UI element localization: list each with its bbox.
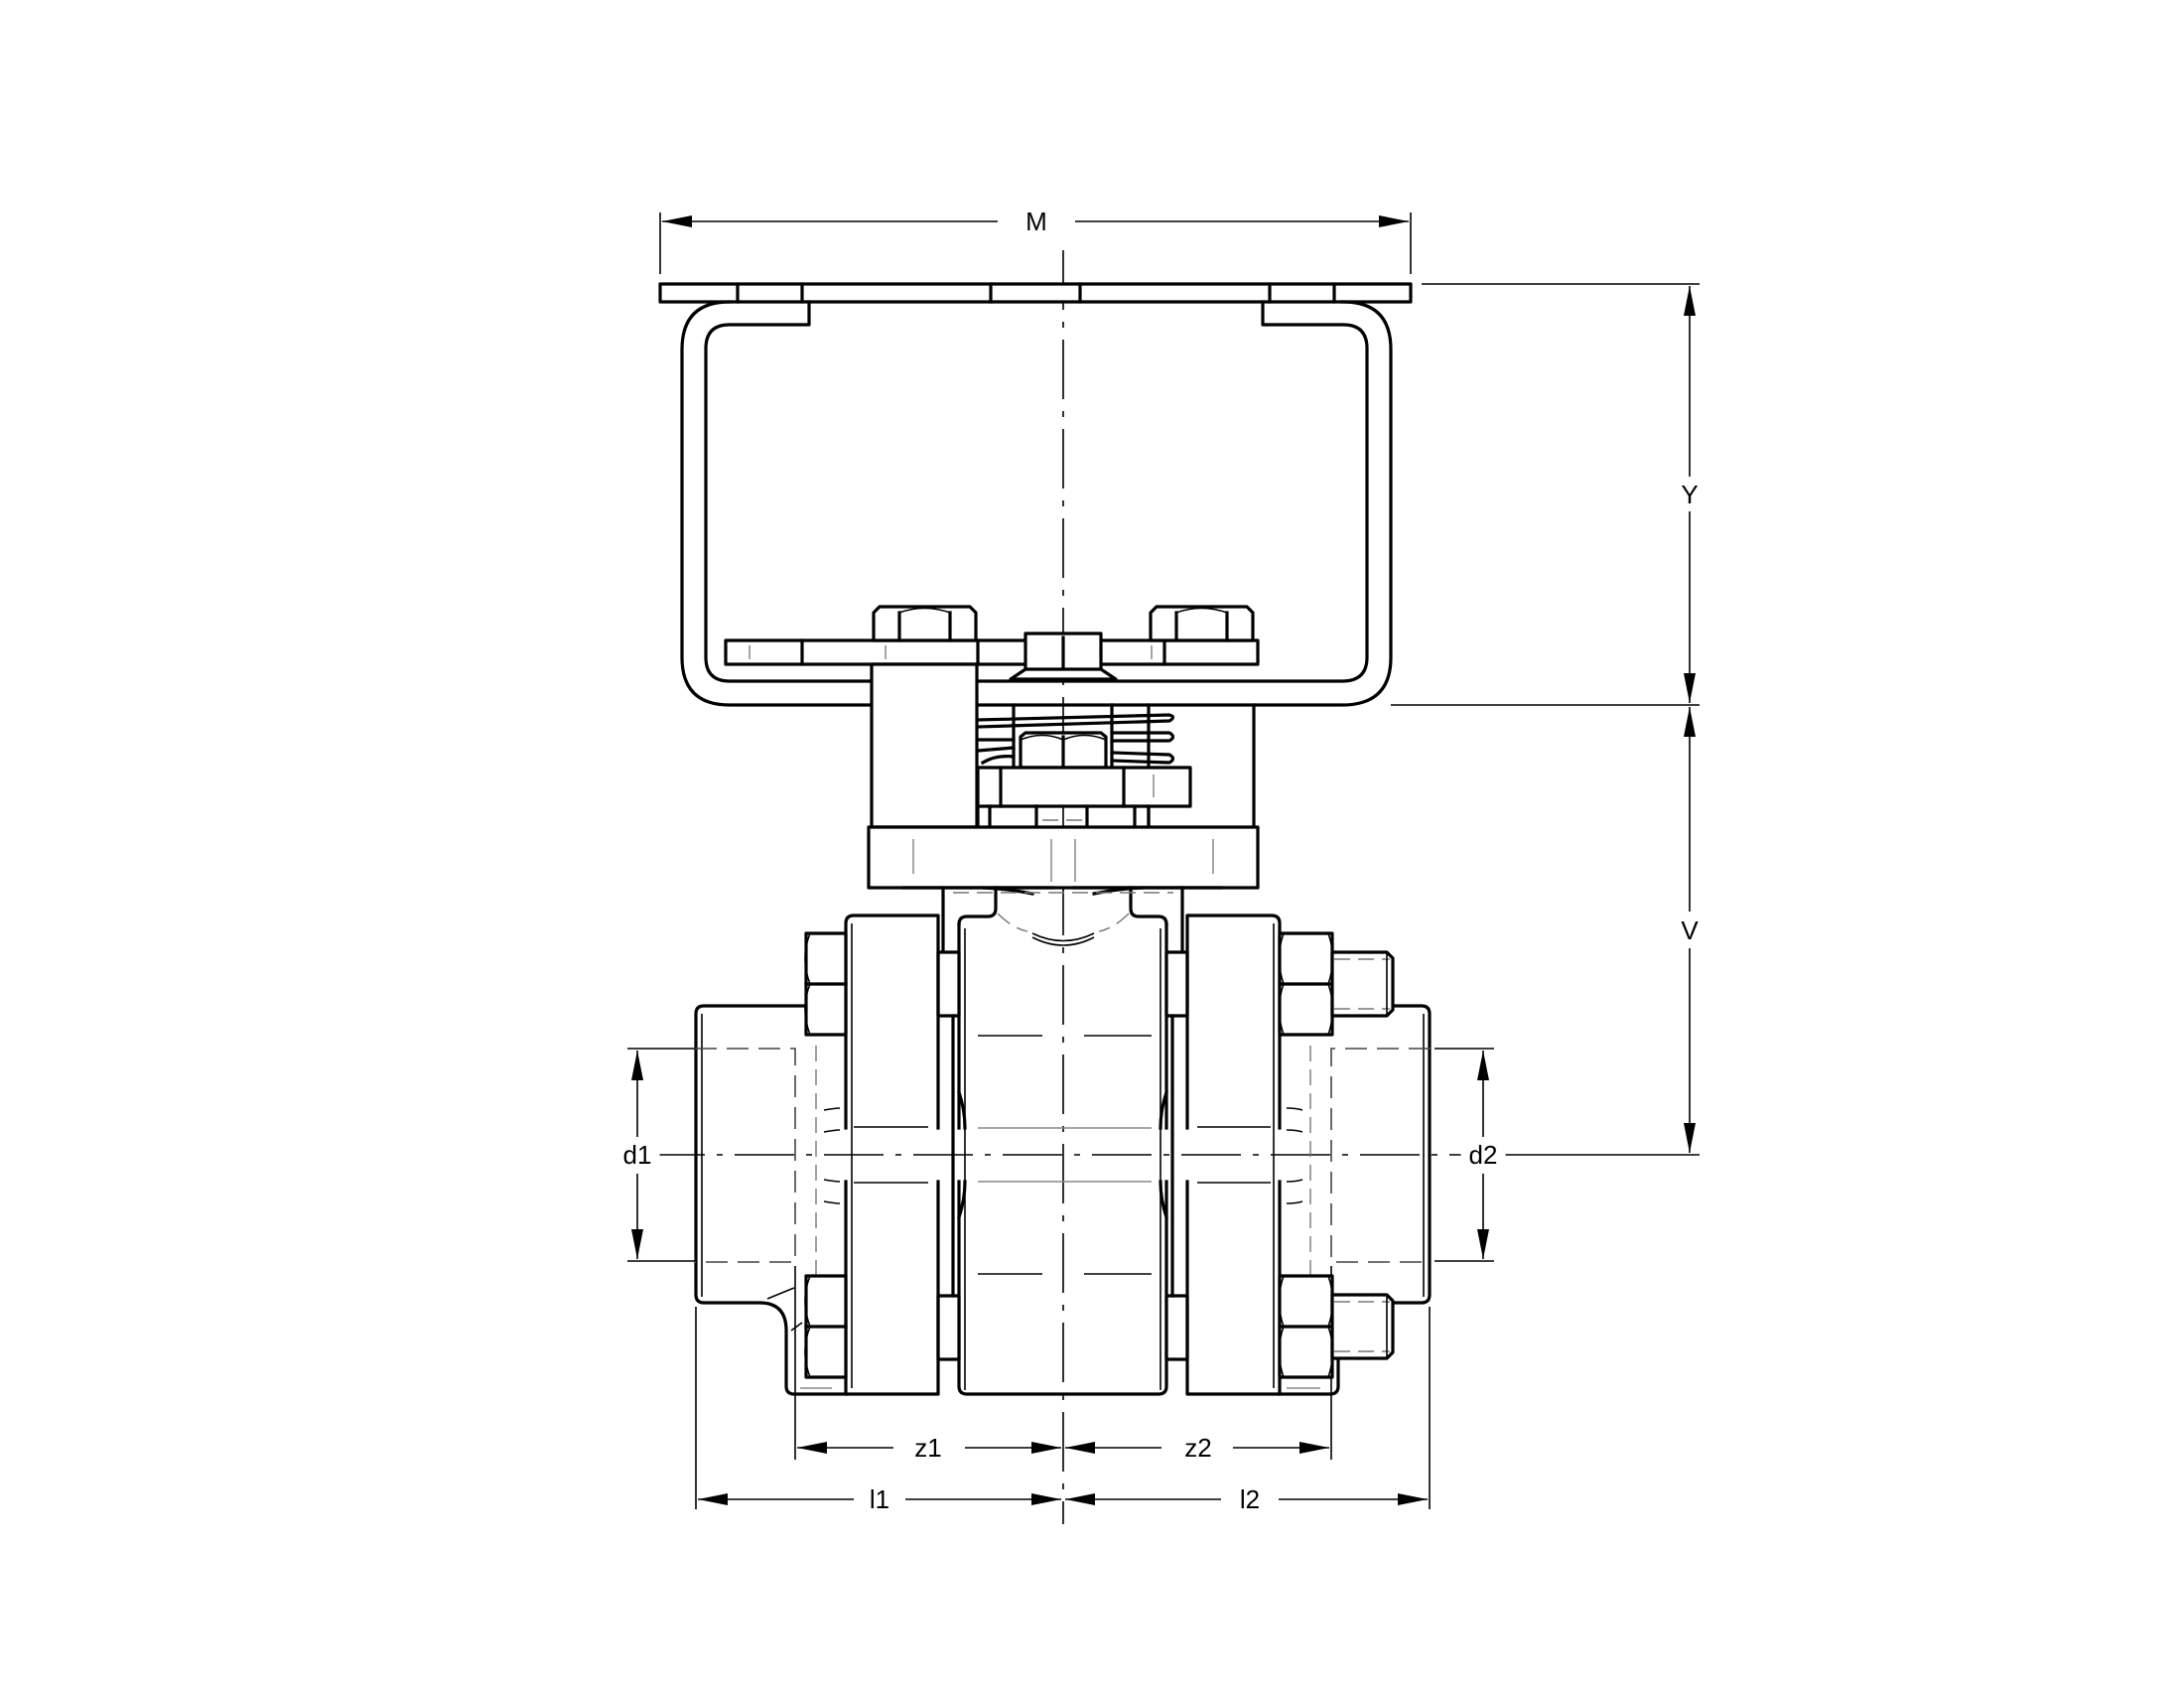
u-bracket	[680, 300, 1393, 707]
mounting-flange	[867, 825, 1260, 890]
coupling-block	[976, 766, 1192, 829]
bracket-bolt-left	[872, 605, 978, 642]
dimension-l2	[1065, 1307, 1431, 1509]
dimension-label-M: M	[1018, 207, 1055, 236]
flange-nut-left-bottom	[800, 1274, 848, 1389]
flange-nut-right-top	[1278, 931, 1334, 1037]
dimension-M	[659, 212, 1412, 274]
dimension-label-d1: d1	[614, 1140, 660, 1170]
dimension-l1	[695, 1307, 1061, 1509]
flange-nut-left-top	[804, 931, 848, 1037]
socket-connector-right	[1278, 1004, 1432, 1460]
center-flange-nut	[1009, 632, 1118, 681]
bolt-stub-right-bottom	[1330, 1293, 1395, 1360]
top-mounting-plate	[658, 282, 1413, 304]
dimension-Y	[1391, 283, 1700, 706]
dimension-d1	[627, 1048, 695, 1262]
dimension-label-l2: l2	[1231, 1484, 1269, 1514]
spring-coupling	[976, 713, 1175, 770]
dimension-d2	[1434, 1048, 1494, 1262]
actuator-adapter-plate	[724, 638, 1260, 666]
dimension-label-l1: l1	[861, 1484, 898, 1514]
body-spacers	[936, 950, 1189, 1361]
support-columns	[870, 662, 1256, 829]
bracket-bolt-right	[1149, 605, 1255, 642]
dimension-label-z1: z1	[906, 1433, 950, 1463]
flange-nut-right-bottom	[1278, 1274, 1334, 1389]
dimension-V	[1489, 707, 1700, 1156]
socket-connector-left	[694, 1004, 848, 1460]
dimension-label-z2: z2	[1176, 1433, 1220, 1463]
dimension-label-Y: Y	[1673, 480, 1706, 509]
dimension-label-d2: d2	[1460, 1140, 1506, 1170]
dimension-label-V: V	[1673, 915, 1706, 945]
bolt-stub-right-top	[1330, 950, 1395, 1018]
valve-body-neck	[941, 886, 1184, 955]
